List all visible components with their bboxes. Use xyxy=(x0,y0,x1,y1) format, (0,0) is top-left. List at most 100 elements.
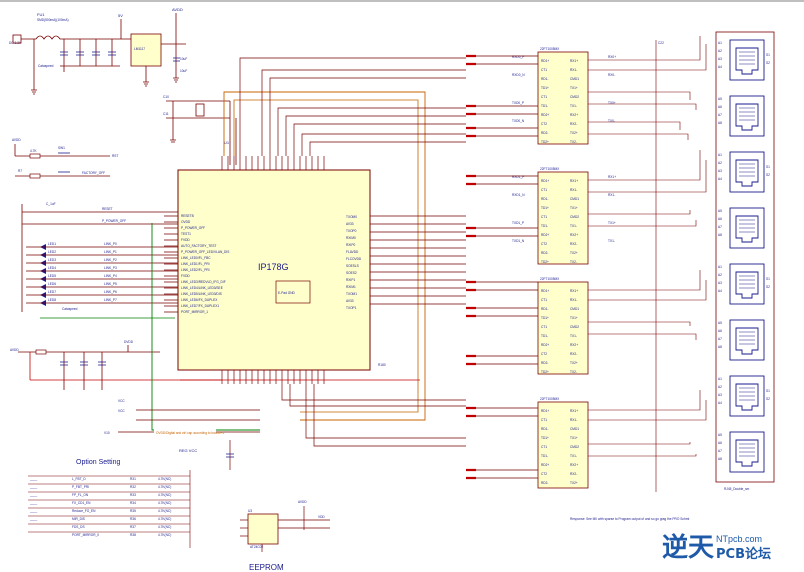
svg-text:TD1+: TD1+ xyxy=(541,436,549,440)
pin-right-2: TXOP0 xyxy=(346,229,357,233)
svg-text:TXD0_N: TXD0_N xyxy=(512,119,525,123)
crystal-section: C10 C11 xyxy=(163,95,237,165)
pin-left-14: LINK_LED6/FX_DUPLEX xyxy=(181,298,218,302)
magnetics-4: 22FT1005MX RD1+ CT1 RD1- TD1+ CT1 TD1- R… xyxy=(537,397,589,489)
svg-text:RD1-: RD1- xyxy=(541,307,548,311)
svg-text:TD1-: TD1- xyxy=(541,104,548,108)
termination-resistors xyxy=(466,54,476,480)
svg-text:A8: A8 xyxy=(718,233,722,237)
magnetics-1: 22FT1005MX RD1+ CT1 RD1- TD1+ CT1 TD1- R… xyxy=(512,47,616,145)
svg-text:A5: A5 xyxy=(718,209,722,213)
svg-text:S1: S1 xyxy=(766,53,770,57)
svg-text:RXD1_P: RXD1_P xyxy=(512,175,524,179)
svg-text:TD1+: TD1+ xyxy=(541,86,549,90)
svg-text:A6: A6 xyxy=(718,217,722,221)
svg-text:CT1: CT1 xyxy=(541,95,547,99)
svg-text:TX0+: TX0+ xyxy=(608,101,616,105)
svg-text:TX1+: TX1+ xyxy=(570,436,578,440)
svg-text:RD2+: RD2+ xyxy=(541,233,549,237)
svg-text:TD2+: TD2+ xyxy=(541,260,549,264)
regulator-part: LM1117 xyxy=(134,47,145,51)
svg-text:RX1+: RX1+ xyxy=(570,179,578,183)
svg-text:VCC: VCC xyxy=(118,399,125,403)
pin-right-5: FLAVDD xyxy=(346,250,359,254)
svg-text:TX1-: TX1- xyxy=(570,224,577,228)
pin-left-0: RESETB xyxy=(181,214,194,218)
svg-text:RX2+: RX2+ xyxy=(570,113,578,117)
svg-text:TD2+: TD2+ xyxy=(541,370,549,374)
svg-text:CT1: CT1 xyxy=(541,68,547,72)
svg-text:A3: A3 xyxy=(718,281,722,285)
svg-text:S2: S2 xyxy=(766,397,770,401)
cap-1: 10uF xyxy=(180,57,187,61)
svg-text:RX2+: RX2+ xyxy=(570,233,578,237)
svg-text:TX2+: TX2+ xyxy=(570,251,578,255)
pin-left-9: LINK_LED2/FL_PRI xyxy=(181,268,210,272)
svg-text:TD1+: TD1+ xyxy=(541,206,549,210)
svg-text:CT1: CT1 xyxy=(541,445,547,449)
eeprom-vdd: VDD xyxy=(318,515,325,519)
svg-text:C11: C11 xyxy=(163,112,169,116)
magnetics-2-part: 22FT1005MX xyxy=(540,167,560,171)
svg-text:A8: A8 xyxy=(718,457,722,461)
svg-text:CT1: CT1 xyxy=(541,188,547,192)
svg-text:RD2+: RD2+ xyxy=(541,343,549,347)
option-row: FDS_DS R37 4.7K(NC) xyxy=(72,525,171,529)
svg-text:A1: A1 xyxy=(718,41,722,45)
v10-label: V10 xyxy=(104,431,110,435)
svg-text:A5: A5 xyxy=(718,321,722,325)
svg-text:R35: R35 xyxy=(130,509,136,513)
svg-text:RX1-: RX1- xyxy=(570,188,577,192)
svg-text:RD1+: RD1+ xyxy=(541,409,549,413)
svg-text:P_FBT_PRI: P_FBT_PRI xyxy=(72,485,89,489)
svg-text:RX2-: RX2- xyxy=(570,352,577,356)
magnetics-3: 22FT1005MX RD1+ CT1 RD1- TD1+ CT1 TD1- R… xyxy=(537,277,589,375)
eeprom-title: EEPROM xyxy=(249,563,284,572)
svg-text:A7: A7 xyxy=(718,113,722,117)
svg-text:4.7K(NC): 4.7K(NC) xyxy=(158,517,171,521)
pin-right-11: TXOM1 xyxy=(346,292,357,296)
svg-text:R37: R37 xyxy=(130,525,136,529)
option-row: Reduce_FO_EN R35 4.7K(NC) xyxy=(72,509,171,513)
pin-right-3: RXIM0 xyxy=(346,236,356,240)
regs-vcc-label: REG VCC xyxy=(179,448,197,453)
svg-text:TX1+: TX1+ xyxy=(570,316,578,320)
rj45-port-8: A5 A6 A7 A8 xyxy=(718,431,765,473)
svg-text:S1: S1 xyxy=(766,165,770,169)
svg-text:A2: A2 xyxy=(718,385,722,389)
svg-text:A2: A2 xyxy=(718,49,722,53)
magnetics-4-part: 22FT1005MX xyxy=(540,397,560,401)
svg-text:CT2: CT2 xyxy=(541,122,547,126)
svg-text:____: ____ xyxy=(29,509,37,513)
svg-text:LINK_P1: LINK_P1 xyxy=(104,250,117,254)
svg-text:A1: A1 xyxy=(718,377,722,381)
green-note: OVDD/Digital and ctrl cap according to b… xyxy=(156,431,225,435)
svg-text:A6: A6 xyxy=(718,441,722,445)
svg-text:TXD0_P: TXD0_P xyxy=(512,101,524,105)
led-5: LED5 LINK_P4 xyxy=(26,274,178,282)
pin-left-2: P_POWER_OFF xyxy=(181,226,205,230)
svg-text:TX2+: TX2+ xyxy=(570,481,578,485)
svg-text:TX1+: TX1+ xyxy=(570,86,578,90)
svg-text:RX2-: RX2- xyxy=(570,122,577,126)
svg-text:LINK_P6: LINK_P6 xyxy=(104,290,117,294)
svg-text:A1: A1 xyxy=(718,153,722,157)
svg-text:RX1+: RX1+ xyxy=(608,175,616,179)
svg-text:PORT_MIRROR_0: PORT_MIRROR_0 xyxy=(72,533,99,537)
svg-text:A5: A5 xyxy=(718,97,722,101)
svg-text:A3: A3 xyxy=(718,57,722,61)
svg-text:RX1-: RX1- xyxy=(570,68,577,72)
pin-left-6: P_POWER_OFF_LED/VLAN_DIS xyxy=(181,250,229,254)
svg-text:RX1+: RX1+ xyxy=(570,289,578,293)
magnetics-to-rj45-wires: C22 xyxy=(476,36,707,492)
pin-left-8: LINK_LED1/FL_PRI xyxy=(181,262,210,266)
svg-text:A2: A2 xyxy=(718,273,722,277)
chip-name: IP178G xyxy=(258,262,289,272)
rj45-port-6: A5 A6 A7 A8 xyxy=(718,319,765,361)
svg-text:RX0-: RX0- xyxy=(608,73,615,77)
pin-right-0: TXOM0 xyxy=(346,215,357,219)
svg-text:TD1-: TD1- xyxy=(541,224,548,228)
led-section: RESET P_POWER_OFF C_1uF Cataspeed LED1 L… xyxy=(21,202,178,312)
svg-text:RD1-: RD1- xyxy=(541,197,548,201)
svg-text:LED7: LED7 xyxy=(48,290,56,294)
